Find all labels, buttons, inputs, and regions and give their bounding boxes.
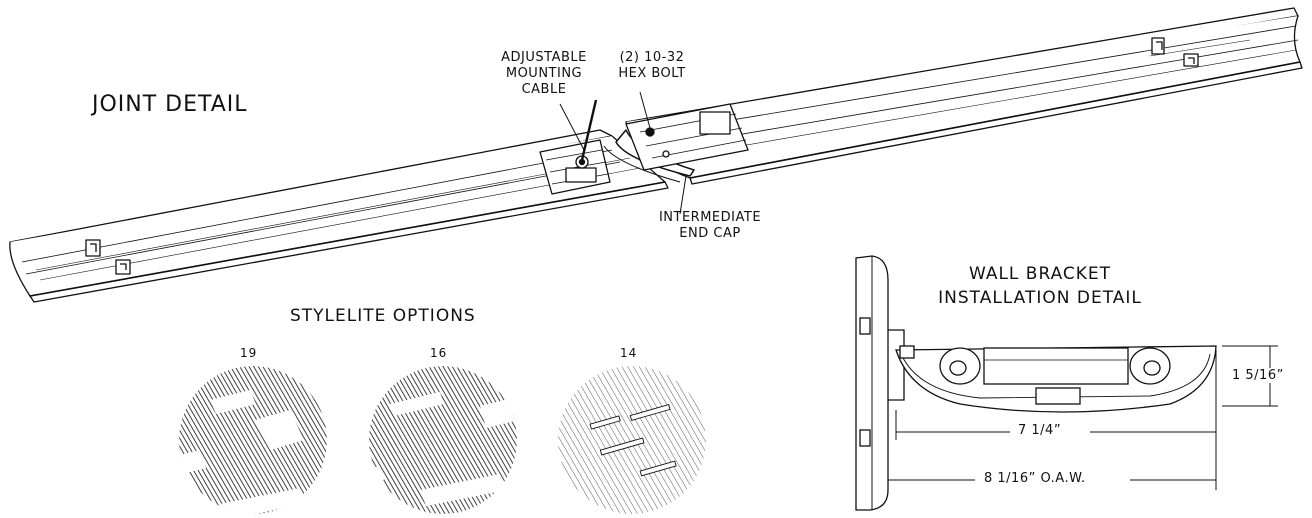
dimension-inner-width: 7 1/4” [1014, 423, 1066, 438]
option-label-16: 16 [430, 346, 448, 360]
swatch-16 [369, 366, 517, 514]
joint-hardware [539, 99, 749, 195]
joint-detail-title: JOINT DETAIL [92, 92, 248, 117]
callout-line: CABLE [521, 82, 567, 97]
callout-line: HEX BOLT [618, 66, 686, 81]
dimension-height: 1 5/16” [1228, 368, 1288, 383]
swatch-19 [179, 366, 327, 514]
callout-line: ADJUSTABLE [501, 50, 587, 65]
wall-bracket-title-line1: WALL BRACKET [968, 264, 1112, 284]
option-label-19: 19 [240, 346, 258, 360]
callout-line: INTERMEDIATE [658, 210, 762, 225]
leader-hex-bolt [639, 91, 651, 129]
swatch-14 [558, 366, 706, 514]
callout-adjustable-mounting-cable: ADJUSTABLE MOUNTING CABLE [488, 50, 600, 98]
callout-line: MOUNTING [505, 66, 583, 81]
wall-bracket-title: WALL BRACKET INSTALLATION DETAIL [920, 262, 1160, 310]
callout-intermediate-end-cap: INTERMEDIATE END CAP [640, 210, 780, 242]
left-fixture-section [9, 129, 669, 303]
dimension-overall-width: 8 1/16” O.A.W. [980, 471, 1090, 486]
leader-mounting-cable [559, 103, 585, 151]
option-label-14: 14 [620, 346, 638, 360]
callout-hex-bolt: (2) 10-32 HEX BOLT [606, 50, 698, 82]
stylelite-options-title: STYLELITE OPTIONS [290, 306, 476, 326]
right-fixture-section [625, 7, 1303, 185]
wall-bracket-title-line2: INSTALLATION DETAIL [938, 288, 1142, 308]
callout-line: END CAP [679, 226, 741, 241]
wall-bracket-drawing [855, 255, 1278, 511]
callout-line: (2) 10-32 [619, 50, 685, 65]
leader-end-cap [679, 175, 687, 215]
